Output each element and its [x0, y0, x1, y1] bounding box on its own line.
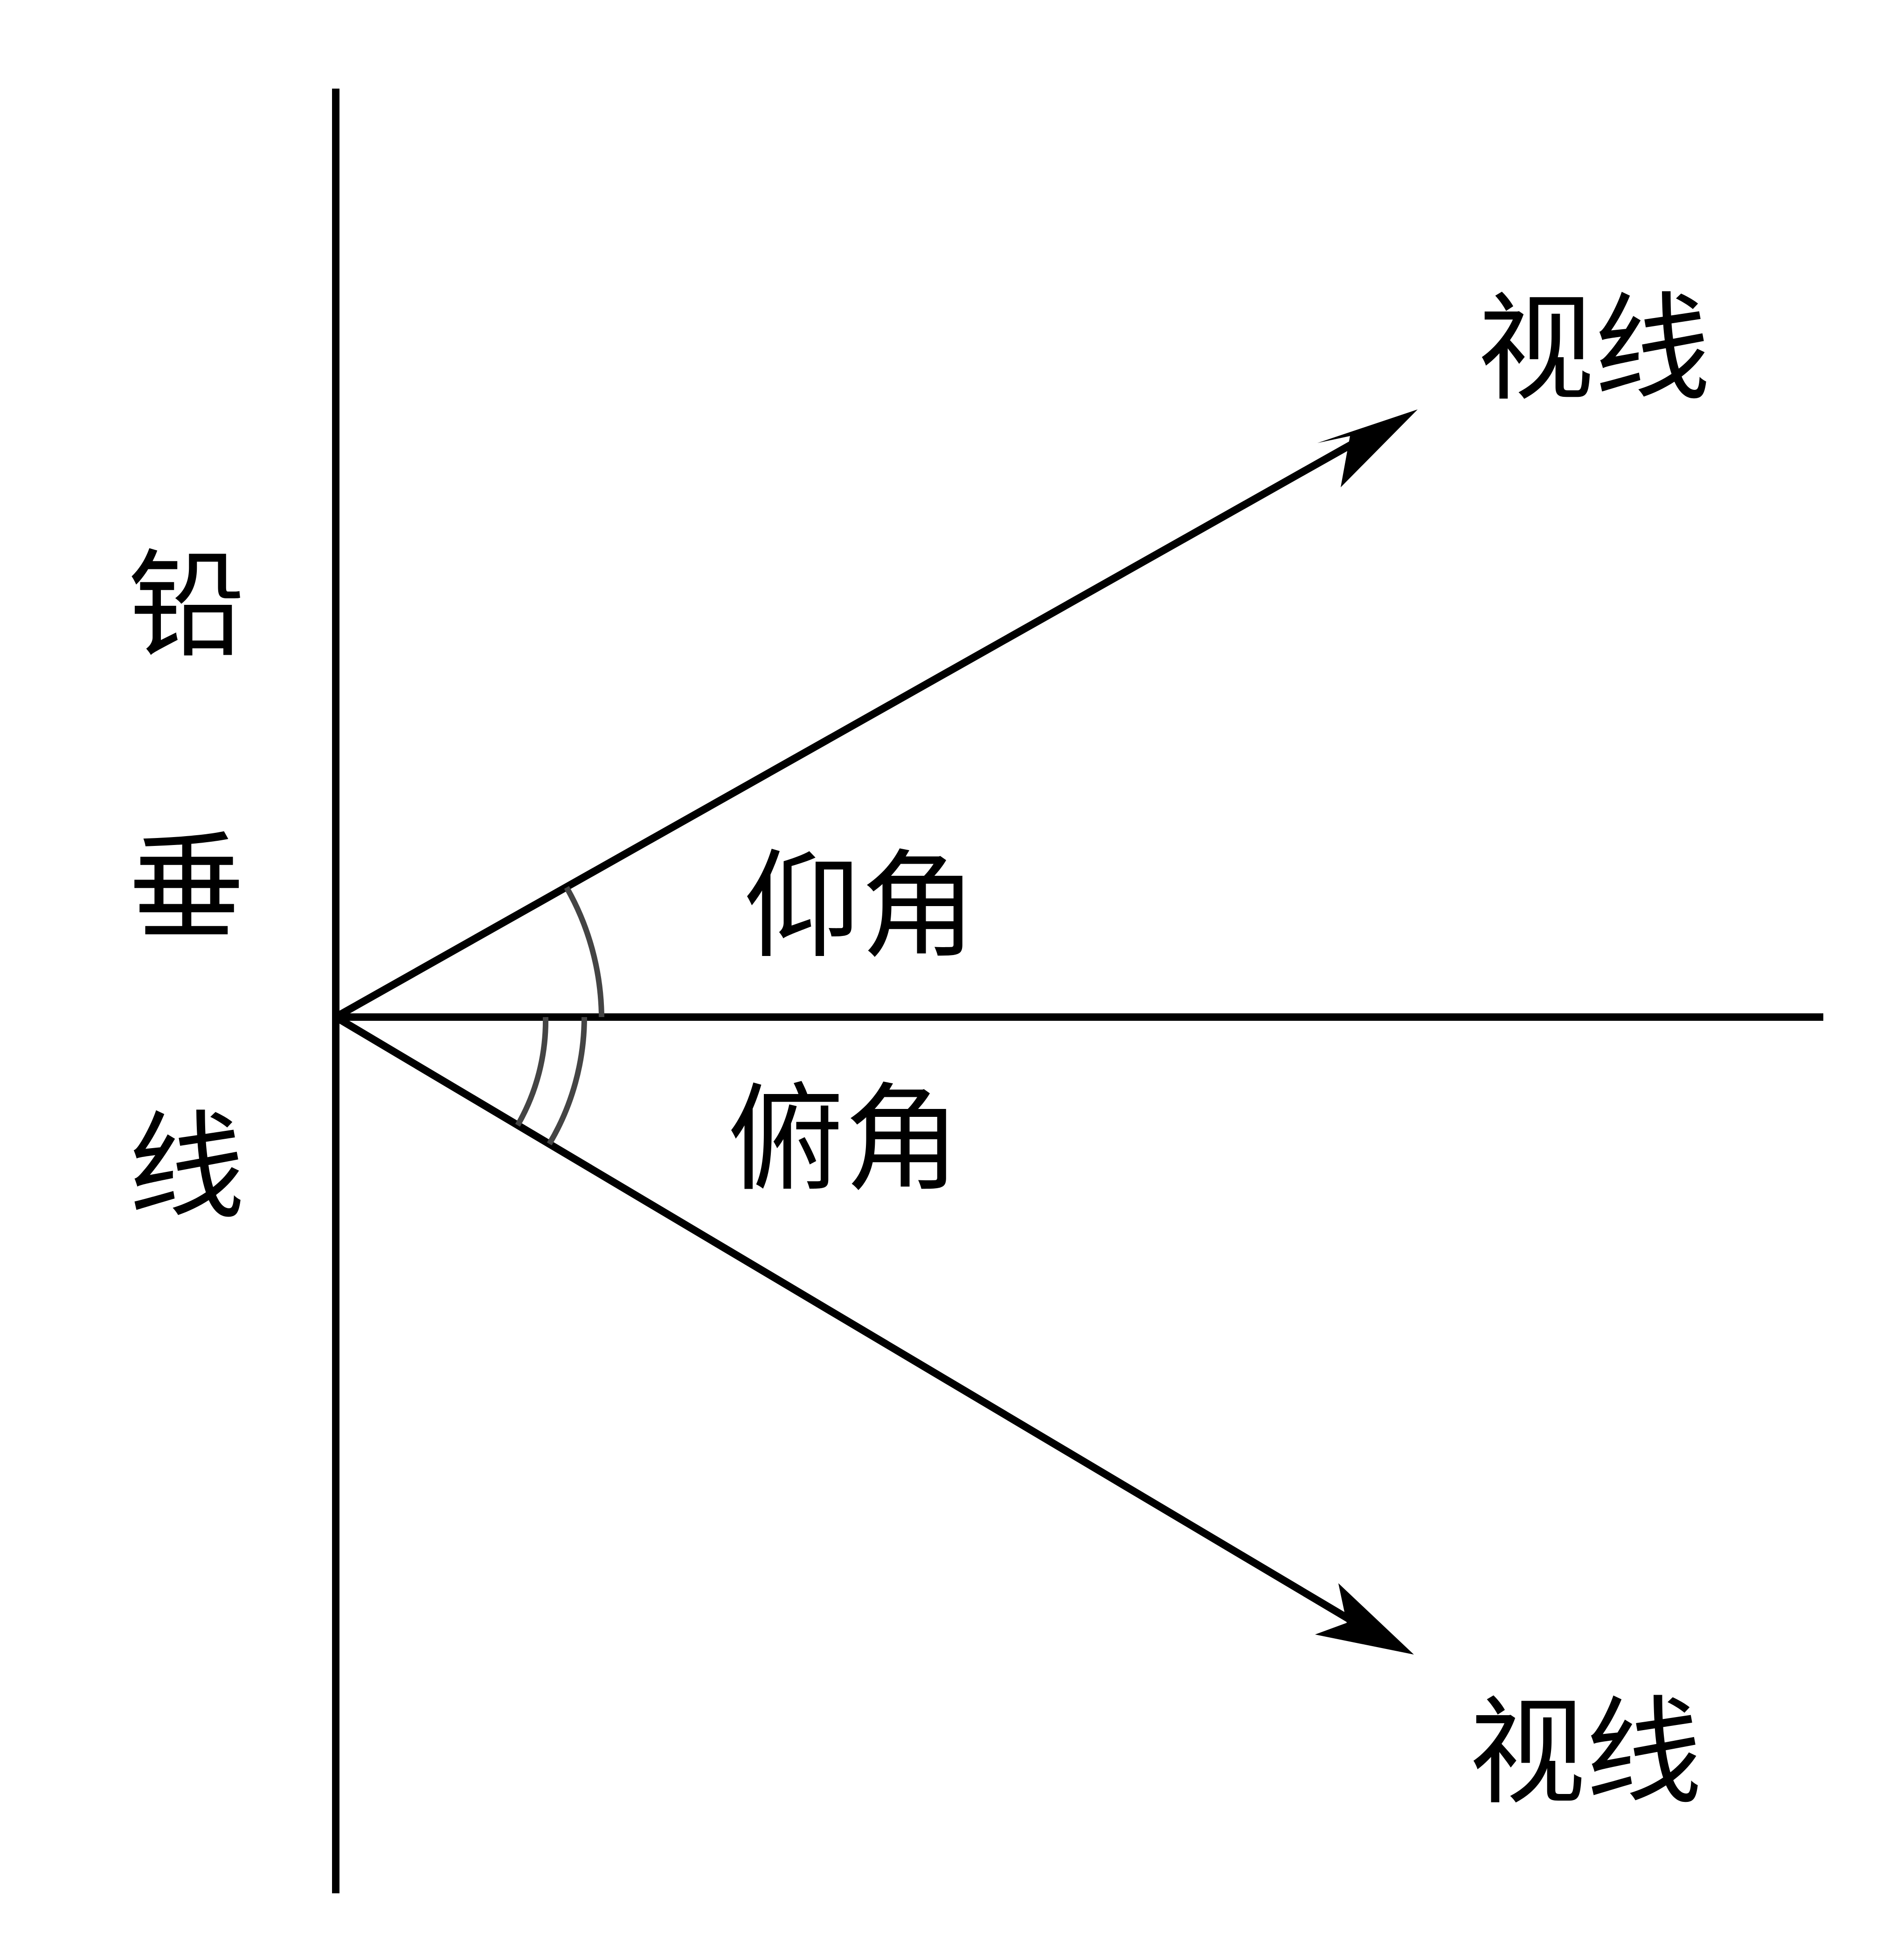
- upper-arrowhead: [1317, 409, 1418, 487]
- lower-arrowhead: [1315, 1583, 1414, 1655]
- lower-sight-line: [333, 1014, 1364, 1630]
- elevation-angle-label: 仰角: [744, 838, 977, 974]
- vertical-line-label-char-1: 铅: [128, 538, 245, 673]
- diagram-labels: 视线 视线 仰角 俯角 铅 垂 线: [128, 281, 1710, 1821]
- upper-sight-line: [334, 433, 1368, 1020]
- depression-angle-arc-inner: [515, 1017, 549, 1127]
- vertical-line-label-char-3: 线: [128, 1100, 245, 1235]
- depression-angle-arc-outer: [547, 1017, 587, 1146]
- lower-sight-line-label: 视线: [1469, 1685, 1702, 1821]
- upper-sight-line-label: 视线: [1477, 281, 1710, 417]
- diagram-lines: [332, 89, 1823, 1893]
- elevation-angle-arc: [564, 886, 604, 1018]
- depression-angle-label: 俯角: [727, 1072, 961, 1207]
- vertical-line-label-char-2: 垂: [128, 820, 245, 956]
